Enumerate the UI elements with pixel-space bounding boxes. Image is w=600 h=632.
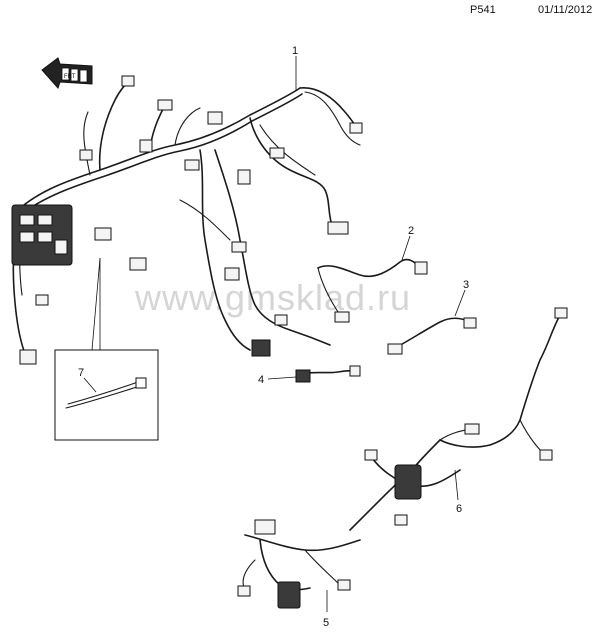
harness-part-6 <box>349 307 568 531</box>
connector-block <box>394 464 422 500</box>
front-arrow-label: FRT <box>64 74 76 80</box>
connector <box>224 267 240 281</box>
harness-part-5 <box>237 519 361 609</box>
connector <box>337 579 351 591</box>
callout-4: 4 <box>258 374 264 386</box>
diagram-date: 01/11/2012 <box>538 4 593 16</box>
connector-block <box>277 581 301 609</box>
connector <box>364 449 378 461</box>
connector <box>349 365 361 377</box>
connector <box>539 449 553 461</box>
connector <box>237 169 251 185</box>
connector <box>464 423 480 435</box>
connector <box>184 159 200 171</box>
connector <box>157 99 173 111</box>
harness-part-4 <box>295 365 361 383</box>
callout-7: 7 <box>78 367 84 379</box>
callout-2: 2 <box>408 225 414 237</box>
callout-5: 5 <box>323 617 329 629</box>
harness-part-2 <box>317 258 428 323</box>
callout-3: 3 <box>463 279 469 291</box>
connector <box>254 519 276 535</box>
harness-part-3 <box>387 317 477 355</box>
connector <box>231 241 247 253</box>
callout-6: 6 <box>456 503 462 515</box>
connector <box>334 311 350 323</box>
connector <box>237 585 251 597</box>
connector <box>207 111 223 125</box>
connector <box>35 294 49 306</box>
callout-1: 1 <box>292 45 298 57</box>
watermark: www.gmsklad.ru <box>134 277 411 318</box>
connector <box>295 369 311 383</box>
connector <box>274 314 288 326</box>
inset-detail-box <box>54 257 159 441</box>
connector <box>251 339 271 357</box>
connector <box>394 514 408 526</box>
connector <box>327 221 349 235</box>
front-arrow-icon: FRT <box>41 57 93 89</box>
diagram-code: P541 <box>470 4 496 16</box>
connector <box>139 139 153 153</box>
connector <box>129 257 147 271</box>
connector <box>463 317 477 329</box>
connector <box>414 261 428 275</box>
connector <box>121 75 135 87</box>
cable-tie-head <box>135 377 147 389</box>
connector <box>79 149 93 161</box>
connector <box>19 349 37 365</box>
connector <box>387 343 403 355</box>
callout-leaders <box>83 56 466 612</box>
connector <box>269 147 285 159</box>
connector <box>349 122 363 134</box>
connector <box>94 227 112 241</box>
connector <box>554 307 568 319</box>
harness-main-instrument-panel <box>11 75 363 365</box>
